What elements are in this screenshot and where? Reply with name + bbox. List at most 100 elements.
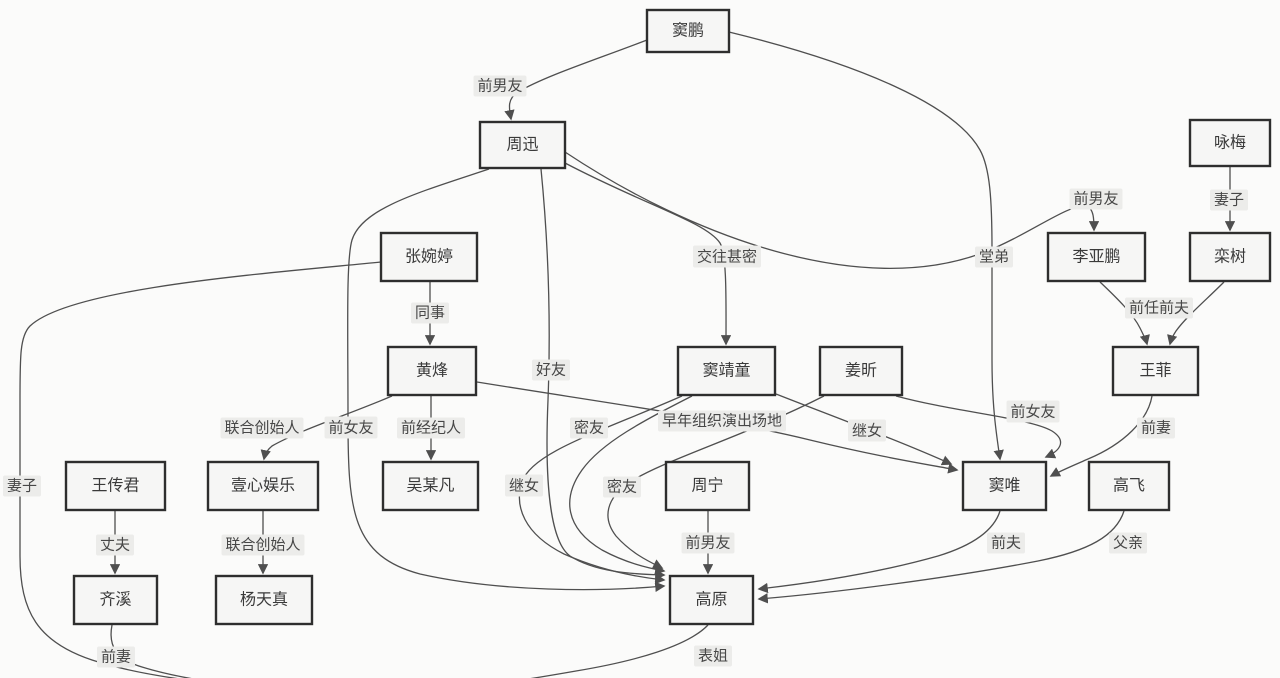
edge-label-text: 好友 — [536, 362, 566, 379]
node-box-gaoyuan[interactable] — [668, 574, 755, 626]
node-box-huangfeng[interactable] — [386, 345, 478, 397]
node-box-zhangwanting[interactable] — [379, 231, 479, 283]
edge-label-text: 父亲 — [1113, 535, 1143, 552]
node-box-liyapeng[interactable] — [1046, 231, 1147, 283]
edge-doupeng-douwei-3 — [728, 31, 1004, 461]
node-doujingtong[interactable]: 窦靖童 — [676, 345, 777, 397]
node-wumoufan[interactable]: 吴某凡 — [381, 460, 480, 512]
edge-label-text: 前男友 — [1073, 191, 1118, 208]
node-label-qixi: 齐溪 — [99, 591, 131, 609]
edge-label-huangfeng-yixinyule-8: 联合创始人 — [220, 417, 304, 439]
edge-label-bg — [1209, 189, 1249, 211]
node-label-zhouning: 周宁 — [691, 477, 723, 495]
node-zhouxun[interactable]: 周迅 — [478, 120, 567, 170]
node-box-zhouxun[interactable] — [478, 120, 567, 170]
edge-label-text: 前任前夫 — [1129, 300, 1189, 317]
edge-gaoyuan-offscreen-bottom-26 — [530, 624, 709, 678]
edge-label-bg — [221, 534, 305, 556]
edge-label-bg — [473, 75, 527, 97]
edge-label-zhouxun-gaoyuan-19: 好友 — [531, 359, 571, 381]
edge-label-bg — [96, 646, 136, 668]
node-huangfeng[interactable]: 黄烽 — [386, 345, 478, 397]
edge-label-bg — [2, 475, 42, 497]
node-box-zhouning[interactable] — [664, 460, 751, 512]
edge-douwei-gaoyuan-17 — [757, 510, 1001, 594]
node-label-wangfei: 王菲 — [1139, 362, 1171, 380]
edge-labels-layer: 前男友前男友交往甚密堂弟妻子前任前夫同事联合创始人前经纪人丈夫联合创始人前男友早… — [2, 75, 1249, 668]
node-luanshu[interactable]: 栾树 — [1188, 231, 1272, 283]
node-yangtianzhen[interactable]: 杨天真 — [214, 574, 314, 626]
node-box-yangtianzhen[interactable] — [214, 574, 314, 626]
edge-label-text: 密友 — [574, 420, 604, 437]
edge-label-yixinyule-yangtianzhen-11: 联合创始人 — [221, 534, 305, 556]
edge-label-zhangwanting-huangfeng-7: 同事 — [410, 302, 450, 324]
edge-label-bg — [1124, 297, 1194, 319]
edge-label-bg — [974, 246, 1014, 268]
edge-jiangxin-douwei-15 — [895, 395, 1062, 459]
node-box-yixinyule[interactable] — [206, 460, 320, 512]
edge-label-text: 联合创始人 — [225, 537, 300, 554]
node-wangchuanjun[interactable]: 王传君 — [64, 460, 167, 512]
node-zhangwanting[interactable]: 张婉婷 — [379, 231, 479, 283]
edge-zhouxun-liyapeng-1 — [564, 151, 1100, 269]
node-doupeng[interactable]: 窦鹏 — [645, 8, 731, 54]
node-jiangxin[interactable]: 姜昕 — [818, 345, 904, 397]
node-box-yongmei[interactable] — [1188, 118, 1272, 168]
edge-label-text: 前夫 — [991, 535, 1021, 552]
node-label-wangchuanjun: 王传君 — [91, 477, 139, 495]
edge-label-bg — [681, 532, 735, 554]
node-label-zhouxun: 周迅 — [506, 136, 538, 154]
edge-label-bg — [986, 532, 1026, 554]
edge-huangfeng-yixinyule-8 — [260, 395, 393, 461]
node-douwei[interactable]: 窦唯 — [961, 460, 1048, 512]
node-label-zhangwanting: 张婉婷 — [405, 248, 453, 266]
edge-gaofei-gaoyuan-18 — [757, 510, 1125, 604]
edge-label-zhouxun-gaoyuan-20: 前女友 — [324, 416, 378, 439]
node-yongmei[interactable]: 咏梅 — [1188, 118, 1272, 168]
node-box-doujingtong[interactable] — [676, 345, 777, 397]
edge-luanshu-wangfei-6 — [1167, 281, 1225, 346]
node-box-qixi[interactable] — [72, 574, 159, 626]
edge-liyapeng-wangfei-5 — [1099, 281, 1150, 346]
edge-label-text: 丈夫 — [100, 537, 130, 554]
node-yixinyule[interactable]: 壹心娱乐 — [206, 460, 320, 512]
node-label-liyapeng: 李亚鹏 — [1072, 248, 1120, 266]
edge-label-zhangwanting-offscreen-bottom-24: 妻子 — [2, 475, 42, 497]
edge-label-bg — [569, 417, 609, 439]
node-gaoyuan[interactable]: 高原 — [668, 574, 755, 626]
node-box-gaofei[interactable] — [1087, 460, 1171, 512]
edge-label-doujingtong-douwei-14: 继女 — [847, 419, 887, 442]
node-wangfei[interactable]: 王菲 — [1111, 345, 1200, 397]
edge-label-text: 早年组织演出场地 — [662, 413, 782, 430]
node-box-wangfei[interactable] — [1111, 345, 1200, 397]
node-zhouning[interactable]: 周宁 — [664, 460, 751, 512]
node-qixi[interactable]: 齐溪 — [72, 574, 159, 626]
node-box-wangchuanjun[interactable] — [64, 460, 167, 512]
edge-label-jiangxin-douwei-15: 前女友 — [1006, 400, 1060, 423]
node-label-wumoufan: 吴某凡 — [406, 477, 454, 495]
node-label-yixinyule: 壹心娱乐 — [231, 477, 295, 495]
edge-label-yongmei-luanshu-4: 妻子 — [1209, 189, 1249, 211]
node-gaofei[interactable]: 高飞 — [1087, 460, 1171, 512]
edge-label-text: 妻子 — [1214, 192, 1244, 209]
node-box-wumoufan[interactable] — [381, 460, 480, 512]
edge-label-text: 前经纪人 — [401, 420, 461, 437]
edge-label-doupeng-zhouxun-0: 前男友 — [473, 75, 527, 97]
edge-label-bg — [410, 302, 450, 324]
node-box-douwei[interactable] — [961, 460, 1048, 512]
node-box-doupeng[interactable] — [645, 8, 731, 54]
edge-doujingtong-gaoyuan-21 — [569, 395, 693, 575]
edge-label-bg — [692, 245, 762, 268]
edge-huangfeng-douwei-13 — [476, 381, 959, 474]
node-box-jiangxin[interactable] — [818, 345, 904, 397]
edge-label-bg — [396, 417, 466, 439]
node-liyapeng[interactable]: 李亚鹏 — [1046, 231, 1147, 283]
edge-label-bg — [504, 474, 544, 497]
edge-label-douwei-gaoyuan-17: 前夫 — [986, 532, 1026, 554]
edge-label-wangchuanjun-qixi-10: 丈夫 — [95, 534, 135, 556]
edges-layer — [19, 31, 1236, 678]
node-label-doujingtong: 窦靖童 — [702, 361, 750, 380]
node-box-luanshu[interactable] — [1188, 231, 1272, 283]
edge-label-bg — [324, 416, 378, 439]
